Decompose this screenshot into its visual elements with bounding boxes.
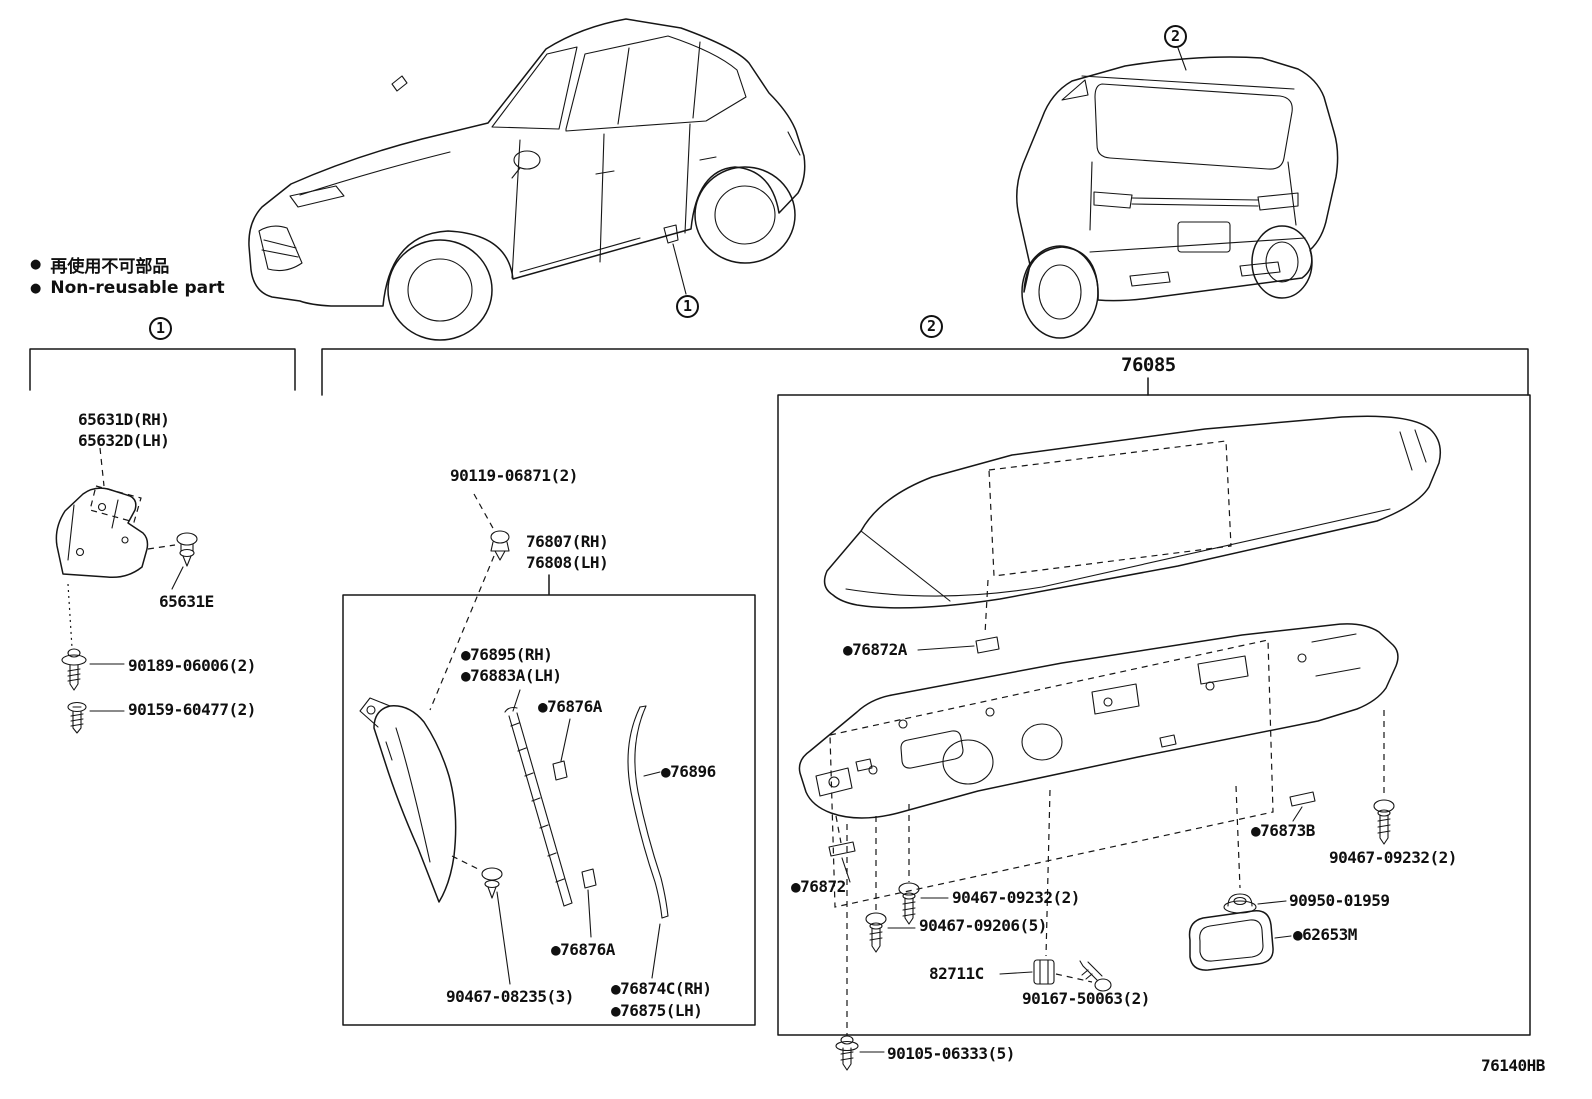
screw-90167-50063-icon bbox=[1055, 960, 1112, 992]
part-label-76807-rh: 76807(RH) bbox=[526, 532, 609, 551]
spoiler-assembly-drawing bbox=[798, 415, 1442, 1071]
non-reusable-bullet-icon: ● bbox=[30, 280, 42, 296]
weatherstrip-76895-drawing bbox=[504, 689, 573, 907]
doc-code: 76140HB bbox=[1481, 1056, 1545, 1075]
detail-box-spoiler bbox=[777, 394, 1531, 1036]
part-label-76872a: ●76872A bbox=[843, 640, 907, 659]
legend-text-en: Non-reusable part bbox=[50, 278, 225, 298]
part-label-76875-lh: ●76875(LH) bbox=[611, 1001, 703, 1020]
tape-76876a-lower-icon bbox=[581, 868, 597, 938]
screw-90467-09206-icon bbox=[865, 816, 916, 953]
pillar-garnish-drawing bbox=[359, 493, 669, 985]
grommet-90950-icon bbox=[1223, 785, 1287, 914]
part-label-76876a-upper: ●76876A bbox=[538, 697, 602, 716]
callout-1-section: 1 bbox=[149, 317, 172, 340]
pad-76872-icon bbox=[828, 815, 856, 883]
part-label-62653m: ●62653M bbox=[1293, 925, 1357, 944]
part-label-90467-09206: 90467-09206(5) bbox=[919, 916, 1047, 935]
part-label-76085: 76085 bbox=[1121, 354, 1176, 376]
clip-65631e-icon bbox=[147, 532, 198, 590]
screw-90189-icon bbox=[61, 583, 125, 691]
car-side-view-drawing bbox=[248, 18, 806, 341]
screw-90467-09232-right-icon bbox=[1373, 710, 1395, 845]
part-label-82711c: 82711C bbox=[929, 964, 984, 983]
part-label-90189-06006: 90189-06006(2) bbox=[128, 656, 256, 675]
mudguard-assembly-drawing bbox=[55, 447, 198, 734]
tape-76896-drawing bbox=[627, 705, 669, 919]
pad-76873b-icon bbox=[1289, 791, 1316, 822]
part-label-65632d-lh: 65632D(LH) bbox=[78, 431, 170, 450]
clip-90119-icon bbox=[429, 493, 510, 711]
car-rear-view-drawing bbox=[1016, 47, 1339, 339]
clip-82711c-icon bbox=[999, 789, 1055, 985]
tape-76876a-upper-icon bbox=[552, 718, 571, 781]
part-label-76883a-lh: ●76883A(LH) bbox=[461, 666, 562, 685]
part-label-90467-09232-mid: 90467-09232(2) bbox=[952, 888, 1080, 907]
callout-1-car: 1 bbox=[676, 295, 699, 318]
screw-90159-icon bbox=[67, 701, 125, 734]
callout-2-section: 2 bbox=[920, 315, 943, 338]
clip-90467-08235-icon bbox=[451, 855, 511, 985]
part-label-76873b: ●76873B bbox=[1251, 821, 1315, 840]
part-label-76808-lh: 76808(LH) bbox=[526, 553, 609, 572]
part-label-90467-08235: 90467-08235(3) bbox=[446, 987, 574, 1006]
part-label-76876a-lower: ●76876A bbox=[551, 940, 615, 959]
part-label-65631d-rh: 65631D(RH) bbox=[78, 410, 170, 429]
part-label-90950-01959: 90950-01959 bbox=[1289, 891, 1390, 910]
part-label-76896: ●76896 bbox=[661, 762, 716, 781]
non-reusable-bullet-icon: ● bbox=[30, 257, 42, 272]
section-brackets bbox=[29, 348, 1529, 595]
part-label-76874c-rh: ●76874C(RH) bbox=[611, 979, 712, 998]
callout-2-car: 2 bbox=[1164, 25, 1187, 48]
legend-text-jp: 再使用不可部品 bbox=[50, 257, 170, 277]
screw-90105-06333-icon bbox=[835, 824, 885, 1071]
part-label-90467-09232-right: 90467-09232(2) bbox=[1329, 848, 1457, 867]
legend-row-jp: ● 再使用不可部品 bbox=[30, 252, 169, 277]
part-label-76872: ●76872 bbox=[791, 877, 846, 896]
part-label-90159-60477: 90159-60477(2) bbox=[128, 700, 256, 719]
part-label-90105-06333: 90105-06333(5) bbox=[887, 1044, 1015, 1063]
pad-76872a-icon bbox=[917, 579, 1000, 654]
screw-90467-09232-mid-icon bbox=[898, 804, 949, 925]
part-label-90167-50063: 90167-50063(2) bbox=[1022, 989, 1150, 1008]
legend-row-en: ● Non-reusable part bbox=[30, 278, 225, 298]
part-label-65631e: 65631E bbox=[159, 592, 214, 611]
detail-box-pillar-garnish bbox=[342, 594, 756, 1026]
part-label-76895-rh: ●76895(RH) bbox=[461, 645, 553, 664]
pad-62653m-drawing bbox=[1188, 910, 1292, 971]
part-label-90119-06871: 90119-06871(2) bbox=[450, 466, 578, 485]
